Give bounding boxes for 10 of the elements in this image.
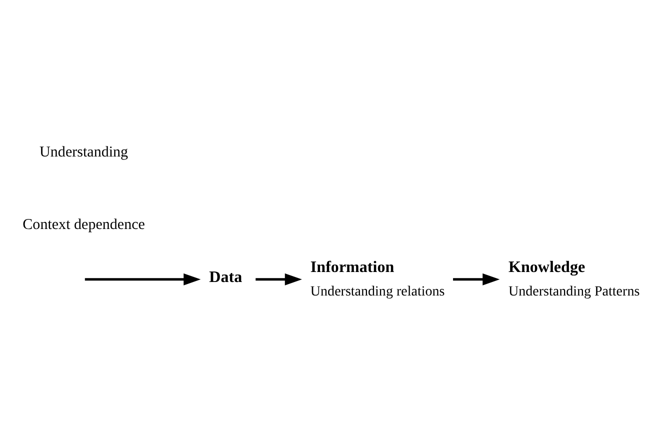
node-text: Data bbox=[209, 268, 242, 286]
label: Understanding bbox=[40, 144, 128, 160]
arrow bbox=[256, 272, 302, 285]
node-label: Understanding relations bbox=[310, 283, 445, 300]
node-label: Understanding Patterns bbox=[508, 283, 640, 300]
arrow bbox=[453, 272, 500, 285]
label: Context dependence bbox=[22, 216, 145, 232]
node-text: Knowledge bbox=[508, 258, 586, 276]
node-text: Information bbox=[310, 258, 394, 276]
arrow bbox=[84, 272, 201, 285]
